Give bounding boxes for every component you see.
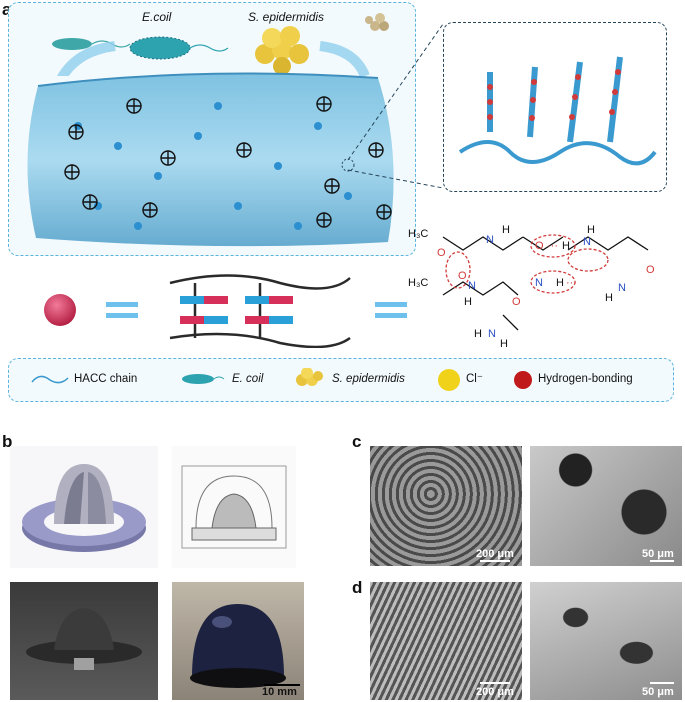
sem-c-low-mag: [370, 446, 522, 566]
legend-ecoli: E. coil: [232, 373, 264, 385]
bacteria-illustration: [52, 13, 389, 76]
panel-b-scale-label: 10 mm: [262, 686, 297, 698]
cad-model-drawing: [172, 446, 296, 568]
panel-b-label: b: [2, 432, 13, 451]
panel-c-scale-left: 200 μm: [476, 548, 514, 560]
sepi-label: S. epidermidis: [248, 10, 325, 24]
legend-box: [8, 358, 674, 402]
hbond-1: ···: [547, 240, 558, 252]
atom-o-5: O: [512, 296, 521, 308]
panel-d-scalebar-left: [480, 682, 510, 684]
legend-ecoli-icon: [182, 374, 225, 384]
legend-cl-icon: [438, 369, 460, 391]
legend-hbond-icon: [514, 371, 532, 389]
panel-c-scalebar-left: [480, 560, 510, 562]
legend-row: HACC chain E. coil S. epidermidis Cl⁻ Hy…: [20, 368, 660, 391]
legend-hacc: HACC chain: [74, 373, 138, 385]
cad-model-3d: [10, 446, 158, 568]
atom-h-8: H: [474, 328, 482, 340]
ecoli-label: E.coil: [142, 10, 172, 24]
atom-o-2: O: [535, 240, 544, 252]
hydrogel-dome-photo: [172, 582, 304, 700]
panel-d-scalebar-right: [650, 682, 674, 684]
atom-o-3: O: [646, 264, 655, 276]
atom-h-1: H: [502, 224, 510, 236]
panel-d-scale-right: 50 μm: [642, 686, 674, 698]
atom-h-2: H: [562, 240, 570, 252]
panel-a-label: a: [2, 0, 12, 19]
atom-o-4: O: [458, 270, 467, 282]
atom-h-4: H: [556, 277, 564, 289]
legend-sepi-icon: [296, 368, 323, 386]
atom-h-6: H: [464, 296, 472, 308]
ecoli-icon: [129, 36, 229, 60]
atom-h-3: H: [587, 224, 595, 236]
panel-d-scale-left: 200 μm: [476, 686, 514, 698]
hacc-chain-icon: [31, 375, 69, 384]
atom-n-2: N: [583, 236, 591, 248]
sem-c-high-mag: [530, 446, 682, 566]
atom-n-5: N: [468, 280, 476, 292]
protein-structure: [458, 56, 657, 166]
chemical-structure: [442, 234, 649, 331]
s-epidermidis-icon: [255, 26, 309, 75]
atom-h-7: H: [500, 338, 508, 350]
sem-d-low-mag: [370, 582, 522, 700]
panel-d-label: d: [352, 578, 363, 597]
atom-o-1: O: [437, 247, 446, 259]
atom-n-3: N: [535, 277, 543, 289]
atom-n-4: N: [618, 282, 626, 294]
panel-c-label: c: [352, 432, 362, 451]
h3c-top: H₃C: [408, 228, 429, 240]
sem-d-high-mag: [530, 582, 682, 700]
legend-cl: Cl⁻: [466, 373, 483, 385]
hbond-2: ···: [566, 277, 577, 289]
legend-hbond: Hydrogen-bonding: [538, 373, 633, 385]
zoom-lines: [341, 23, 444, 189]
panel-c-scalebar-right: [650, 560, 674, 562]
hydrogel-cylinder: [27, 72, 394, 247]
atom-n-6: N: [488, 328, 496, 340]
atom-h-5: H: [605, 292, 613, 304]
h3c-bottom: H₃C: [408, 277, 429, 289]
small-cluster-icon: [365, 13, 389, 31]
legend-sepi: S. epidermidis: [332, 373, 405, 385]
panel-c-scale-right: 50 μm: [642, 548, 674, 560]
equation-row: [44, 274, 407, 348]
atom-n-1: N: [486, 234, 494, 246]
printed-scaffold-photo: [10, 582, 158, 700]
